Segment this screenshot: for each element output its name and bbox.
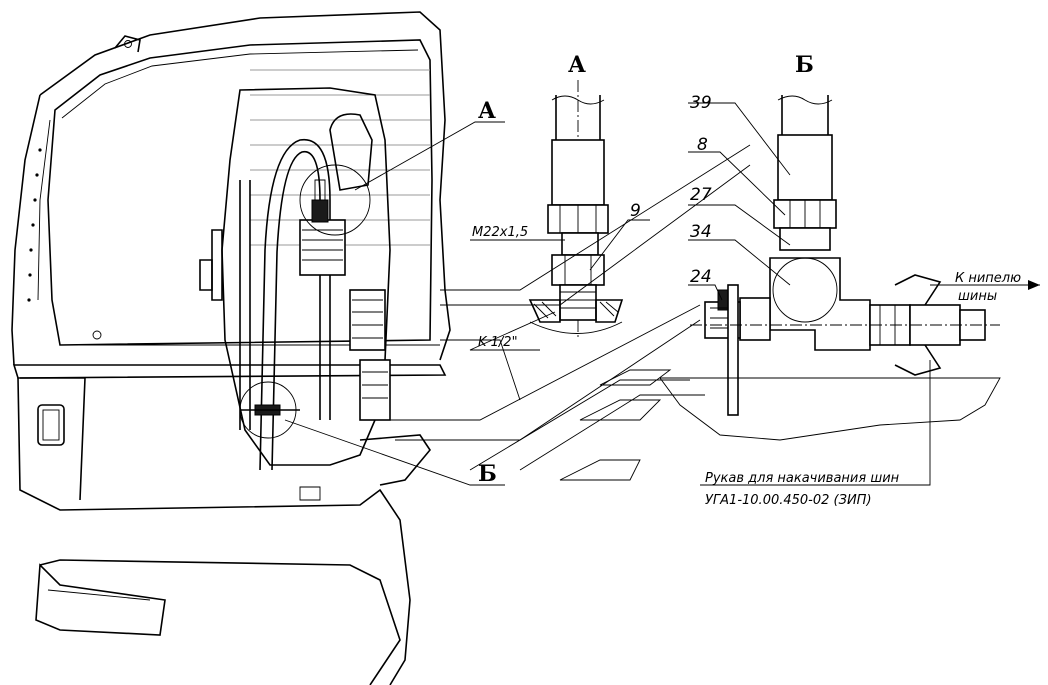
nipple-note-line2: шины (958, 289, 997, 304)
thread-k12-label: K 1/2" (478, 335, 518, 350)
callout-a-label: А (478, 98, 496, 124)
cutaway-interior (199, 87, 391, 471)
nipple-note-line1: К нипелю (955, 271, 1021, 286)
view-b-title: Б (795, 52, 814, 78)
callout-a: А (354, 98, 505, 191)
hose-note-line1: Рукав для накачивания шин (705, 471, 900, 486)
hose-note-line2: УГА1-10.00.450-02 (ЗИП) (705, 493, 872, 508)
part-8-label: 8 (697, 135, 708, 155)
thread-m22-label: M22x1,5 (472, 225, 528, 240)
callout-b-label: Б (478, 461, 497, 487)
part-27-label: 27 (690, 185, 712, 205)
part-39-label: 39 (690, 93, 712, 113)
projection-lines (390, 144, 751, 481)
view-a-title: А (568, 52, 586, 78)
view-a: А M22x1,5 9 K 1/2" (469, 52, 650, 351)
part-24-label: 24 (690, 267, 712, 287)
part-34-label: 34 (690, 222, 712, 242)
part-9-label: 9 (630, 201, 641, 221)
rivet-row (27, 148, 42, 302)
callout-b: Б (284, 419, 505, 487)
cab-lower-body (17, 377, 431, 685)
view-b: Б К нипелю шины (659, 52, 1040, 508)
